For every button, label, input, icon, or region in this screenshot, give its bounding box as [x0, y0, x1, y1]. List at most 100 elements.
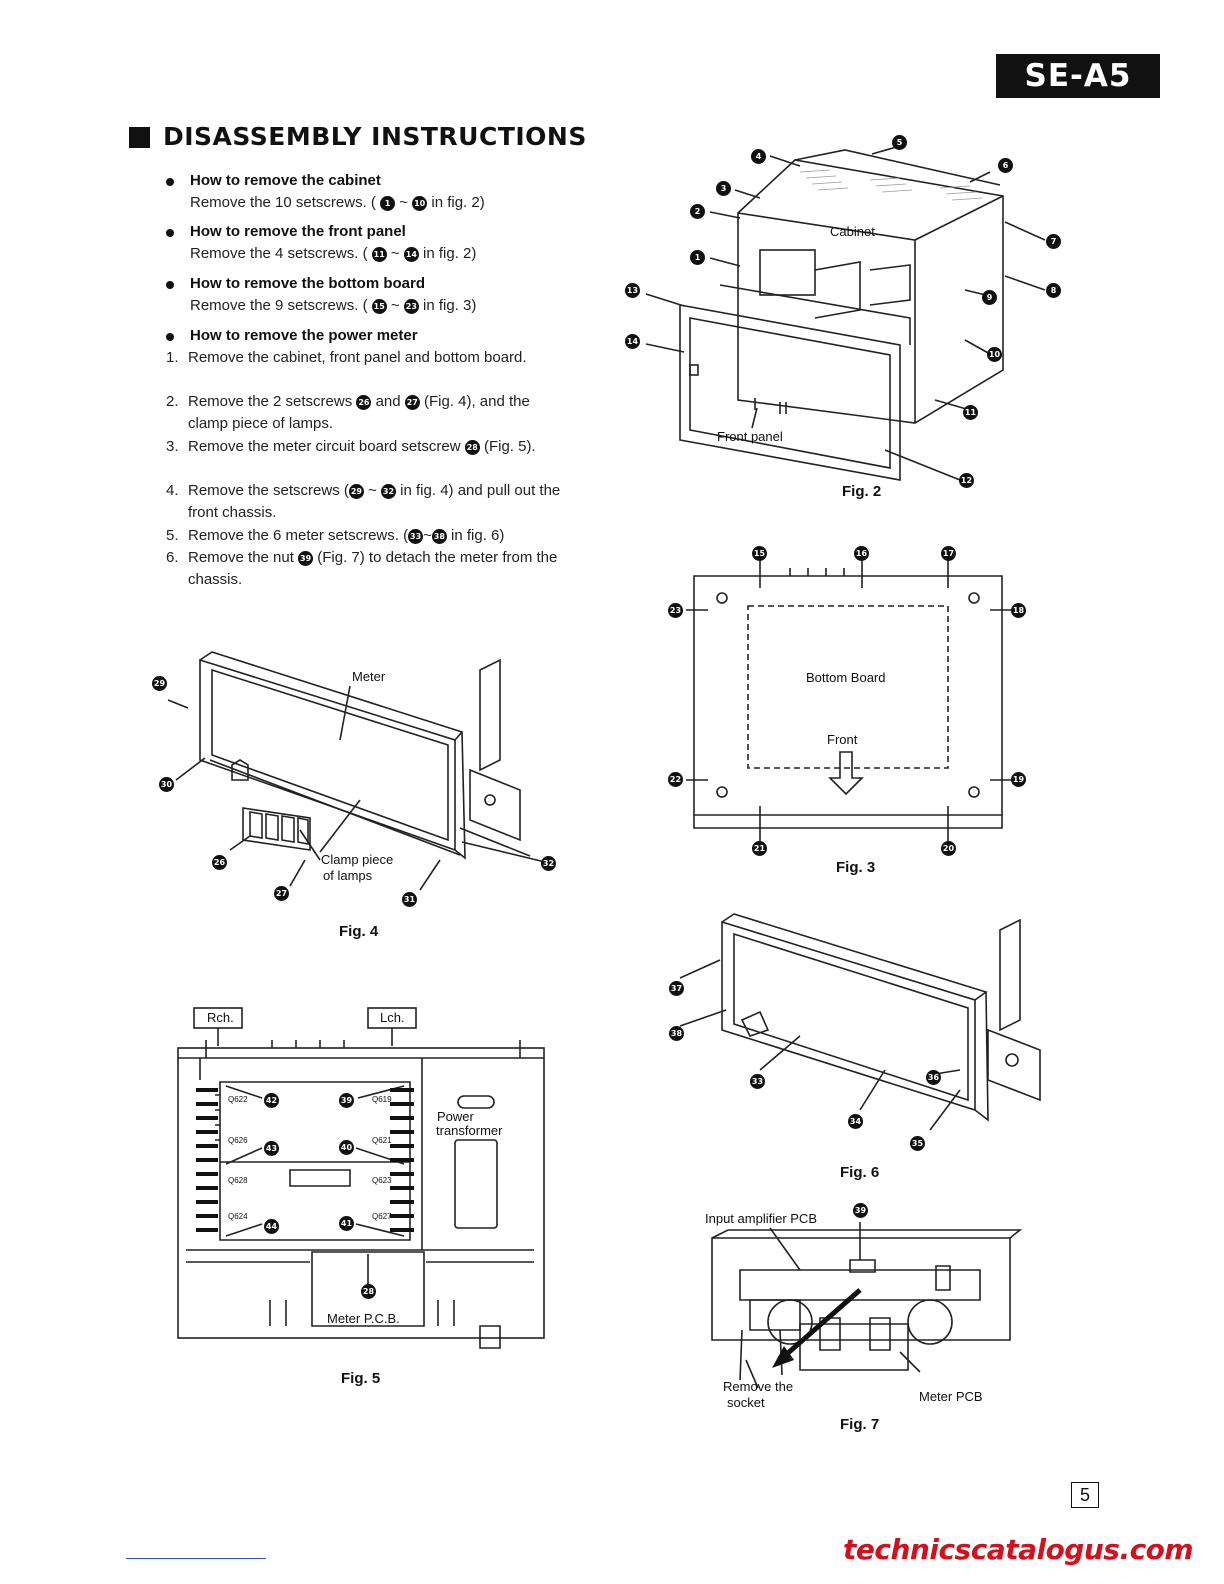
callout-fig4: 30	[159, 777, 174, 792]
instruction-body: Remove the 10 setscrews. ( 1 ~ 10 in fig…	[190, 194, 485, 211]
instruction-body: Remove the 9 setscrews. ( 15 ~ 23 in fig…	[190, 297, 477, 314]
step-4: 4. Remove the setscrews (29 ~ 32 in fig.…	[166, 482, 561, 521]
fig5-label-lch: Lch.	[380, 1010, 405, 1025]
transistor-label: Q626	[228, 1136, 248, 1145]
instruction-front-panel: How to remove the front panel Remove the…	[166, 221, 566, 265]
fig5-label-power: Power	[437, 1109, 474, 1124]
fig2-label-cabinet: Cabinet	[830, 224, 875, 239]
footer-rule	[126, 1558, 266, 1559]
fig7-label-remove: Remove the	[723, 1379, 794, 1394]
fig4-drawing	[167, 651, 546, 891]
step-6: 6. Remove the nut 39 (Fig. 7) to detach …	[166, 549, 558, 588]
model-badge: SE-A5	[996, 54, 1160, 98]
fig5-label-transformer: transformer	[436, 1123, 503, 1138]
callout-fig4: 32	[541, 856, 556, 871]
transistor-label: Q619	[372, 1095, 392, 1104]
callout-fig6: 38	[669, 1026, 684, 1041]
callout-fig5: 44	[264, 1219, 279, 1234]
instruction-heading: How to remove the bottom board	[190, 275, 426, 292]
section-marker	[129, 127, 150, 148]
instruction-heading: How to remove the front panel	[190, 223, 406, 240]
callout-fig6: 35	[910, 1136, 925, 1151]
heatsink-fins	[196, 1088, 414, 1232]
callout-fig4: 29	[152, 676, 167, 691]
transistor-label: Q627	[372, 1212, 392, 1221]
callout-fig5: 28	[361, 1284, 376, 1299]
fig7-caption: Fig. 7	[840, 1416, 880, 1433]
fig6-caption: Fig. 6	[840, 1164, 880, 1181]
transistor-label: Q622	[228, 1095, 248, 1104]
cabinet-vents	[799, 169, 983, 201]
step-5: 5. Remove the 6 meter setscrews. (33~38 …	[166, 527, 505, 544]
callout-fig3: 17	[941, 546, 956, 561]
callout-fig5: 41	[339, 1216, 354, 1231]
transistor-label: Q623	[372, 1176, 392, 1185]
callout-fig3: 18	[1011, 603, 1026, 618]
section-title: DISASSEMBLY INSTRUCTIONS	[163, 122, 587, 151]
fig3-drawing	[686, 556, 1012, 842]
page-number: 5	[1071, 1482, 1099, 1508]
step-2: 2. Remove the 2 setscrews 26 and 27 (Fig…	[166, 393, 530, 432]
callout-fig2: 5	[892, 135, 907, 150]
fig7-label-meter-pcb: Meter PCB	[919, 1389, 983, 1404]
fig5-label-meter-pcb: Meter P.C.B.	[327, 1311, 400, 1326]
bullet-icon	[166, 281, 174, 289]
callout-fig3: 15	[752, 546, 767, 561]
callout-fig2: 8	[1046, 283, 1061, 298]
fig2-label-front-panel: Front panel	[717, 429, 783, 444]
bullet-icon	[166, 333, 174, 341]
callout-fig6: 33	[750, 1074, 765, 1089]
callout-fig3: 22	[668, 772, 683, 787]
callout-fig4: 26	[212, 855, 227, 870]
callout-fig2: 7	[1046, 234, 1061, 249]
fig3-caption: Fig. 3	[836, 859, 876, 876]
callout-fig5: 39	[339, 1093, 354, 1108]
fig4-label-lamps: of lamps	[323, 868, 373, 883]
fig5-label-rch: Rch.	[207, 1010, 234, 1025]
callout-fig4: 31	[402, 892, 417, 907]
instruction-bottom-board: How to remove the bottom board Remove th…	[166, 273, 566, 317]
callout-fig3: 16	[854, 546, 869, 561]
fig7-label-input-amp: Input amplifier PCB	[705, 1211, 817, 1226]
callout-fig2: 14	[625, 334, 640, 349]
fig3-label-front: Front	[827, 732, 858, 747]
callout-fig2: 12	[959, 473, 974, 488]
transistor-label: Q628	[228, 1176, 248, 1185]
transistor-label: Q624	[228, 1212, 248, 1221]
callout-fig6: 34	[848, 1114, 863, 1129]
fig5-drawing	[177, 1007, 545, 1349]
callout-fig3: 23	[668, 603, 683, 618]
callout-fig3: 20	[941, 841, 956, 856]
callout-fig2: 4	[751, 149, 766, 164]
fig4-label-meter: Meter	[352, 669, 386, 684]
callout-fig6: 36	[926, 1070, 941, 1085]
transistor-label: Q621	[372, 1136, 392, 1145]
site-watermark[interactable]: technicscatalogus.com	[843, 1533, 1194, 1566]
fig7-label-socket: socket	[727, 1395, 765, 1410]
callout-fig5: 43	[264, 1141, 279, 1156]
callout-fig4: 27	[274, 886, 289, 901]
bullet-icon	[166, 178, 174, 186]
fig6-drawing	[679, 913, 1041, 1131]
callout-fig7: 39	[853, 1203, 868, 1218]
callout-fig2: 9	[982, 290, 997, 305]
fig3-label-bottom-board: Bottom Board	[806, 670, 886, 685]
callout-fig2: 1	[690, 250, 705, 265]
callout-fig2: 10	[987, 347, 1002, 362]
callout-fig2: 13	[625, 283, 640, 298]
instruction-power-meter: How to remove the power meter	[166, 325, 566, 347]
fig7-drawing	[711, 1222, 1023, 1389]
remove-socket-arrow	[778, 1288, 862, 1362]
step-1: 1. Remove the cabinet, front panel and b…	[166, 349, 527, 366]
bullet-icon	[166, 229, 174, 237]
instruction-heading: How to remove the power meter	[190, 327, 418, 344]
fig4-label-clamp: Clamp piece	[321, 852, 394, 867]
callout-fig2: 6	[998, 158, 1013, 173]
fig2-caption: Fig. 2	[842, 483, 882, 500]
callout-fig2: 3	[716, 181, 731, 196]
step-3: 3. Remove the meter circuit board setscr…	[166, 438, 536, 455]
instruction-heading: How to remove the cabinet	[190, 172, 381, 189]
callout-fig3: 19	[1011, 772, 1026, 787]
callout-fig3: 21	[752, 841, 767, 856]
